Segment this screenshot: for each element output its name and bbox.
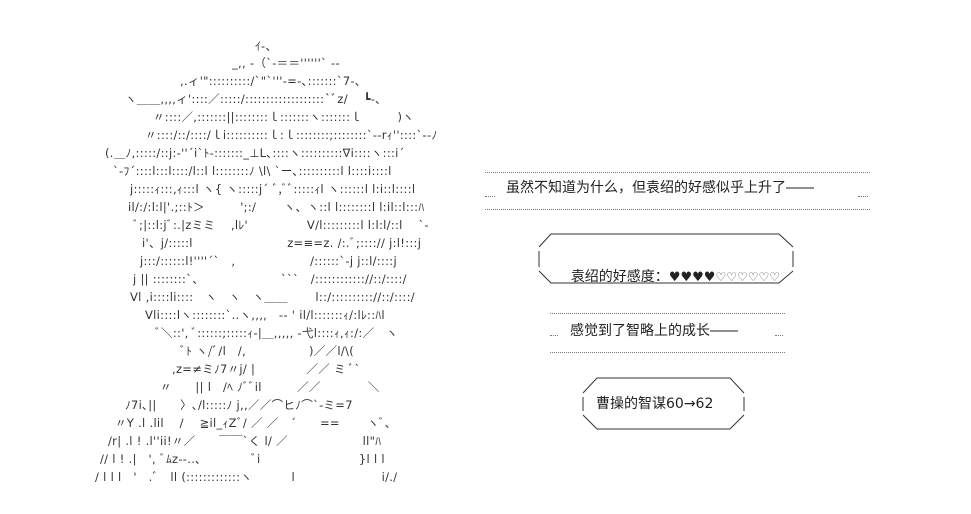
ascii-art-line: 〃::::／,:::::::||::::::::ｌ:::::::ヽ:::::::… xyxy=(153,110,415,124)
ascii-art-line: ﾞﾄ ヽ/ﾞ/l /, )／／l/\( xyxy=(180,344,354,358)
ascii-art-line: 〃::::/::/::::/ｌi::::::::::ｌ:ｌ::::::::;::… xyxy=(145,128,438,142)
ascii-art-line: ,.ィ'"::::::::::/`"`'''‐=-､:::::::`7‐､ xyxy=(180,74,362,88)
ascii-art-line: ヽ＿＿,,,,ィ'::::／:::::/:::::::::::::::::::`… xyxy=(125,92,382,106)
ascii-art-line: il/:/:l:l|'.;::ﾄ＞ ';:/ ヽ、ヽ::l l::::::::l… xyxy=(128,200,425,214)
ascii-art-line: j:::::ｨ:::,ｨ:::l ヽ{ ヽ:::::j´ ﾞ,ﾞﾞ:::::ｨl… xyxy=(130,182,416,196)
ascii-art-line: j || ::::::::`、 ``` /:::::::::::://::/::… xyxy=(133,272,407,286)
ascii-art-line: `‐ﾌ´::::l:::l::::/l::l l::::::::ﾉ \l\ `ー… xyxy=(113,164,392,178)
dotted-divider xyxy=(550,352,785,353)
hexagon-frame xyxy=(582,377,745,430)
ascii-art-line: (.＿ﾉ,:::::/::j:‐''´i`ﾄ‐:::::::_⊥L､::::ヽ:… xyxy=(105,146,405,160)
filled-hearts-icon: ♥♥♥♥ xyxy=(668,270,716,285)
ascii-art-line: _,, -（`‐＝＝''''''` -- xyxy=(232,56,340,70)
ascii-art-line: Vl ,i::::li:::: ヽ ヽ ヽ＿＿ l::/:::::::::://… xyxy=(130,290,415,304)
dotted-divider xyxy=(485,172,870,173)
strategy-text: 曹操的智谋60→62 xyxy=(596,396,714,412)
dotted-divider xyxy=(550,313,785,314)
dotted-divider xyxy=(485,196,495,197)
ascii-art-line: / l l l ' .ﾞ ll (:::::::::::::ヽ l i/./ xyxy=(95,470,398,484)
affinity-label: 袁绍的好感度： xyxy=(570,269,669,285)
dotted-divider xyxy=(485,209,870,210)
ascii-art-line: i'、j/:::::l z=≡=z. /:.ﾞ;::::// j:l!:::j xyxy=(142,236,422,250)
ascii-art-line: 〃Y .l .lil / ≧il_ｨZﾞ/ ／ ／ ´ == ヽﾞ､ xyxy=(115,416,392,430)
ascii-art-line: // l ! .| ', ﾞﾑz‐‐..､ ﾞi }l l l xyxy=(100,452,385,466)
hexagon-frame xyxy=(538,233,794,284)
ascii-art-line: ﾉ7i､|| 〉､/l:::::ﾉ j,,／／⌒ヒﾉ⌒`‐ミ=7 xyxy=(125,398,353,412)
ascii-art-line: /r| .l ! .l''ii!〃／ ￣￣`く l/ ／ ll"ﾊ xyxy=(108,434,382,448)
ascii-art-line: Vli::::lヽ::::::::`..ヽ,,,, ‐‐ ' il/l:::::… xyxy=(145,308,385,322)
ascii-art-line: ｲ‐、 xyxy=(255,39,278,53)
dotted-divider xyxy=(775,335,783,336)
ascii-art-line: ﾞ＼::', ﾞ::::::;:::::ｨ‐|＿,,,,, ‐弋l::::ｨ,ｨ… xyxy=(155,326,398,340)
narration-text: 感觉到了智略上的成长―― xyxy=(570,323,738,339)
narration-text: 虽然不知道为什么，但袁绍的好感似乎上升了―― xyxy=(506,180,814,196)
dotted-divider xyxy=(550,335,558,336)
ascii-art-line: ,z=≠ミﾉ7〃j/ | ／／ ミ ﾞ` xyxy=(172,362,361,376)
dotted-divider xyxy=(858,196,868,197)
affinity-row: 袁绍的好感度：♥♥♥♥♡♡♡♡♡♡ xyxy=(553,250,780,305)
ascii-art-line: 〃 || l /ﾍ ﾉﾞﾞil ／／ ＼ xyxy=(160,380,380,394)
ascii-art-line: j:::/::::::l!''''´` , /::::::`‐j j::l/::… xyxy=(140,254,397,268)
ascii-art-line: ﾞ;|::l:jﾞ:.|zミミ ,lﾚ' V/l:::::::::l l:l:l… xyxy=(133,218,429,232)
empty-hearts-icon: ♡♡♡♡♡♡ xyxy=(715,270,780,284)
